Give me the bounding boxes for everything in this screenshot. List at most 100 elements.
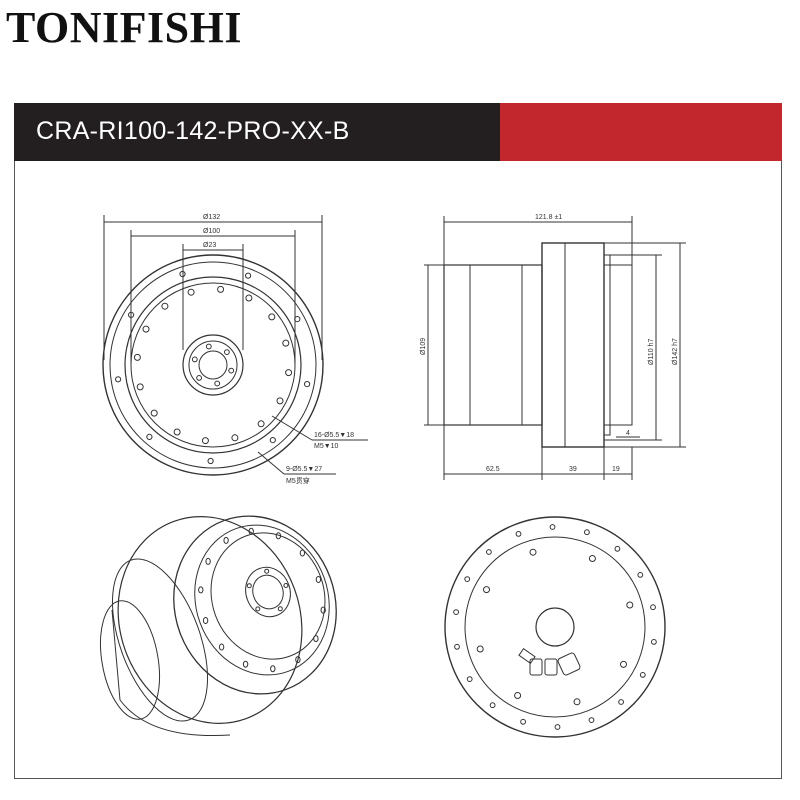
flange-hole bbox=[146, 433, 153, 440]
mounting-hole bbox=[142, 325, 150, 333]
rear-flange-hole bbox=[584, 529, 590, 536]
iso-hole bbox=[275, 532, 282, 540]
isometric-view-holes bbox=[198, 527, 326, 673]
mounting-hole bbox=[268, 313, 276, 321]
mounting-hole bbox=[257, 420, 265, 428]
dim-front-outer: Ø132 bbox=[203, 214, 220, 221]
banner-red-section bbox=[500, 103, 782, 161]
iso-hole bbox=[242, 660, 249, 668]
mounting-hole bbox=[173, 428, 181, 436]
mounting-hole bbox=[201, 437, 209, 445]
mounting-hole bbox=[161, 302, 169, 310]
mounting-hole bbox=[285, 369, 293, 377]
front-note-1a: 16-Ø5.5▼18 bbox=[314, 432, 354, 439]
isometric-view bbox=[100, 515, 337, 737]
model-banner: CRA-RI100-142-PRO-XX-B bbox=[14, 103, 782, 161]
mounting-hole bbox=[231, 434, 239, 442]
iso-center-hole bbox=[277, 606, 283, 612]
rear-mounting-hole bbox=[573, 698, 581, 706]
dim-side-total: 121.8 ±1 bbox=[535, 214, 562, 221]
mounting-hole bbox=[282, 339, 290, 347]
mounting-hole bbox=[187, 288, 195, 296]
rear-mounting-hole bbox=[626, 601, 634, 609]
rear-flange-hole bbox=[650, 604, 656, 611]
center-hole bbox=[224, 349, 230, 356]
iso-hole bbox=[248, 527, 254, 535]
rear-flange-hole bbox=[618, 699, 624, 705]
iso-center-hole bbox=[246, 583, 252, 589]
iso-hole bbox=[202, 617, 209, 624]
mounting-hole bbox=[133, 353, 141, 361]
mounting-hole bbox=[217, 285, 225, 293]
iso-hole bbox=[313, 635, 319, 643]
rear-flange-hole bbox=[454, 643, 460, 650]
front-view-holes bbox=[115, 270, 311, 465]
dim-front-inner: Ø23 bbox=[203, 242, 216, 249]
rear-mounting-hole bbox=[529, 548, 537, 556]
rear-flange-hole bbox=[637, 572, 644, 578]
rear-flange-hole bbox=[614, 545, 621, 552]
front-note-1b: M5▼10 bbox=[314, 443, 339, 450]
iso-hole bbox=[205, 557, 211, 565]
iso-center-hole bbox=[283, 583, 289, 588]
rear-mounting-hole bbox=[620, 660, 627, 668]
rear-flange-hole bbox=[520, 718, 526, 725]
dim-side-d: 4 bbox=[626, 430, 630, 437]
flange-hole bbox=[115, 376, 122, 383]
iso-hole bbox=[198, 586, 204, 594]
rear-flange-hole bbox=[489, 702, 496, 709]
rear-flange-hole bbox=[554, 724, 561, 730]
iso-center-hole bbox=[264, 568, 270, 574]
rear-view bbox=[444, 516, 666, 738]
rear-flange-hole bbox=[466, 676, 473, 682]
rear-mounting-hole bbox=[588, 555, 596, 562]
mounting-hole bbox=[276, 397, 284, 405]
dim-side-b: 39 bbox=[569, 466, 577, 473]
iso-hole bbox=[320, 606, 326, 614]
center-hole bbox=[214, 380, 221, 387]
iso-hole bbox=[295, 656, 301, 664]
dim-side-c: 19 bbox=[612, 466, 620, 473]
flange-hole bbox=[245, 272, 252, 279]
iso-hole bbox=[223, 536, 229, 544]
dim-side-fit: Ø110 h7 bbox=[648, 339, 655, 365]
rear-mounting-hole bbox=[514, 692, 522, 699]
center-hole bbox=[228, 367, 235, 374]
flange-hole bbox=[207, 457, 214, 465]
rear-flange-hole bbox=[515, 531, 522, 537]
center-hole bbox=[191, 356, 198, 363]
center-hole bbox=[205, 343, 212, 350]
flange-hole bbox=[269, 437, 276, 444]
mounting-hole bbox=[136, 383, 144, 391]
front-note-2a: 9-Ø5.5▼27 bbox=[286, 466, 322, 473]
rear-flange-hole bbox=[486, 549, 492, 555]
iso-hole bbox=[218, 643, 225, 651]
iso-center-hole bbox=[255, 606, 261, 612]
front-view bbox=[102, 215, 368, 476]
rear-view-holes bbox=[453, 524, 657, 730]
rear-mounting-hole bbox=[483, 586, 490, 594]
iso-hole bbox=[299, 549, 306, 557]
model-number: CRA-RI100-142-PRO-XX-B bbox=[36, 117, 350, 145]
rear-flange-hole bbox=[453, 609, 460, 615]
rear-mounting-hole bbox=[476, 645, 484, 653]
flange-hole bbox=[304, 381, 311, 388]
side-view bbox=[424, 216, 686, 480]
center-hole bbox=[196, 375, 203, 381]
iso-hole bbox=[315, 576, 322, 583]
dim-side-body: Ø109 bbox=[420, 338, 427, 355]
mounting-hole bbox=[245, 294, 253, 302]
rear-flange-hole bbox=[588, 717, 595, 723]
front-note-2b: M5贯穿 bbox=[286, 476, 310, 485]
mounting-hole bbox=[150, 409, 158, 417]
rear-flange-hole bbox=[651, 639, 657, 645]
dim-side-flange: Ø142 h7 bbox=[672, 338, 679, 365]
rear-flange-hole bbox=[549, 524, 556, 530]
rear-flange-hole bbox=[464, 576, 471, 582]
iso-hole bbox=[270, 665, 276, 673]
dim-side-a: 62.5 bbox=[486, 466, 500, 473]
dim-front-mid: Ø100 bbox=[203, 228, 220, 235]
banner-dark-section: CRA-RI100-142-PRO-XX-B bbox=[14, 103, 500, 161]
rear-flange-hole bbox=[639, 672, 646, 678]
